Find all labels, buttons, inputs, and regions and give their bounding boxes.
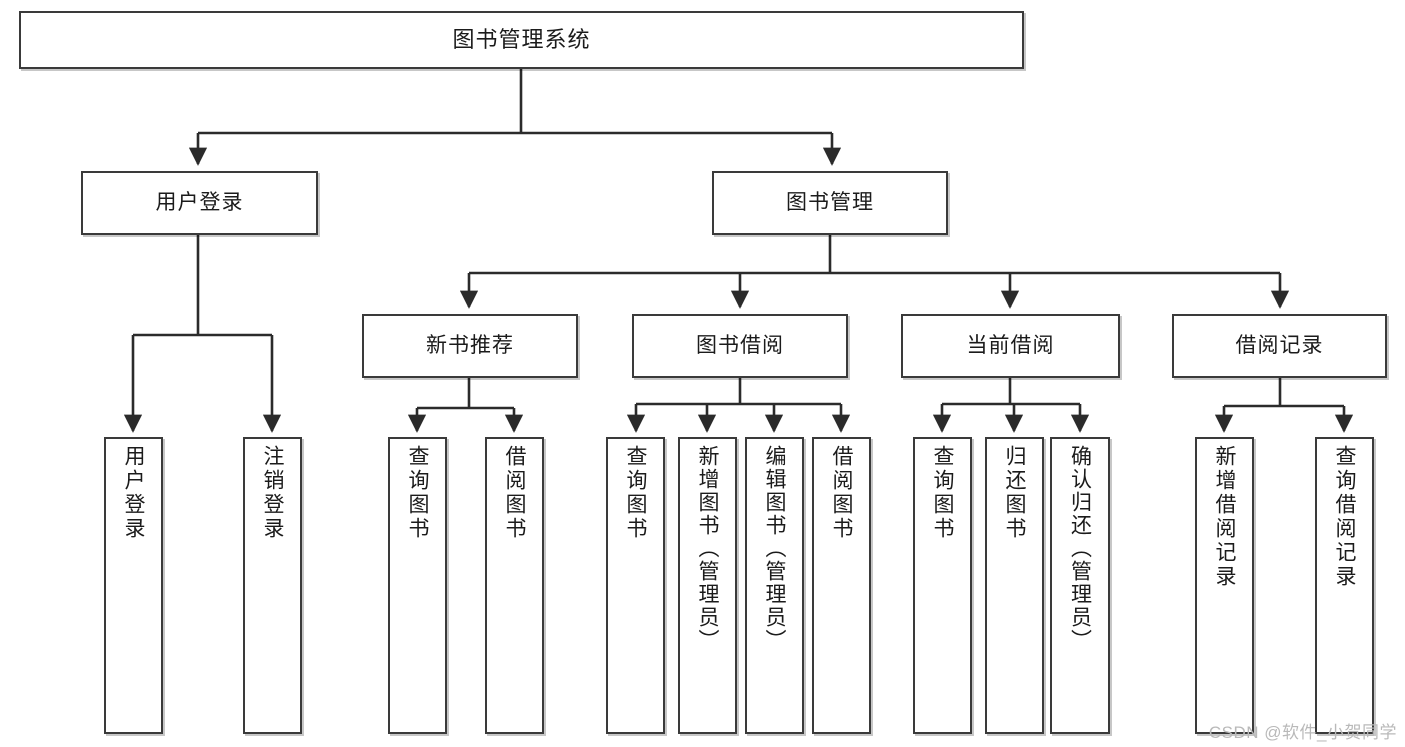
node-label: 用户登录 [122,445,145,541]
node-label: 新增借阅记录 [1213,445,1236,589]
node-label: 新书推荐 [426,333,514,357]
leaf-current-borrow-query[interactable]: 查询图书 [913,437,972,734]
node-new-book-recommend[interactable]: 新书推荐 [362,314,578,378]
node-label: 用户登录 [155,190,244,214]
node-label: 确认归还（管理员） [1068,445,1092,652]
node-label: 借阅图书 [503,445,526,541]
node-root-library-system[interactable]: 图书管理系统 [19,11,1024,69]
leaf-borrow-record-add[interactable]: 新增借阅记录 [1195,437,1254,734]
node-current-borrow[interactable]: 当前借阅 [901,314,1120,378]
leaf-current-borrow-confirm-admin[interactable]: 确认归还（管理员） [1050,437,1110,734]
node-label: 归还图书 [1003,445,1026,541]
node-book-borrow[interactable]: 图书借阅 [632,314,848,378]
node-label: 查询借阅记录 [1333,445,1356,589]
node-user-login[interactable]: 用户登录 [81,171,318,235]
leaf-new-book-query[interactable]: 查询图书 [388,437,447,734]
node-label: 图书管理 [786,190,874,214]
node-label: 查询图书 [624,445,647,541]
node-label: 当前借阅 [966,333,1055,357]
csdn-watermark: CSDN @软件_小贺同学 [1208,723,1397,742]
node-borrow-record[interactable]: 借阅记录 [1172,314,1387,378]
leaf-new-book-borrow[interactable]: 借阅图书 [485,437,544,734]
node-label: 图书管理系统 [452,27,591,53]
leaf-user-login-signin[interactable]: 用户登录 [104,437,163,734]
node-book-management[interactable]: 图书管理 [712,171,948,235]
node-label: 图书借阅 [696,333,784,357]
node-label: 编辑图书（管理员） [763,445,786,652]
node-label: 新增图书（管理员） [696,445,719,652]
leaf-user-login-signout[interactable]: 注销登录 [243,437,302,734]
leaf-book-borrow-edit-admin[interactable]: 编辑图书（管理员） [745,437,804,734]
node-label: 借阅图书 [830,445,853,541]
leaf-book-borrow-add-admin[interactable]: 新增图书（管理员） [678,437,737,734]
node-label: 借阅记录 [1235,333,1324,357]
leaf-borrow-record-query[interactable]: 查询借阅记录 [1315,437,1374,734]
node-label: 查询图书 [931,445,954,541]
leaf-book-borrow-borrow[interactable]: 借阅图书 [812,437,871,734]
leaf-current-borrow-return[interactable]: 归还图书 [985,437,1044,734]
leaf-book-borrow-query[interactable]: 查询图书 [606,437,665,734]
node-label: 查询图书 [406,445,429,541]
node-label: 注销登录 [261,445,284,541]
